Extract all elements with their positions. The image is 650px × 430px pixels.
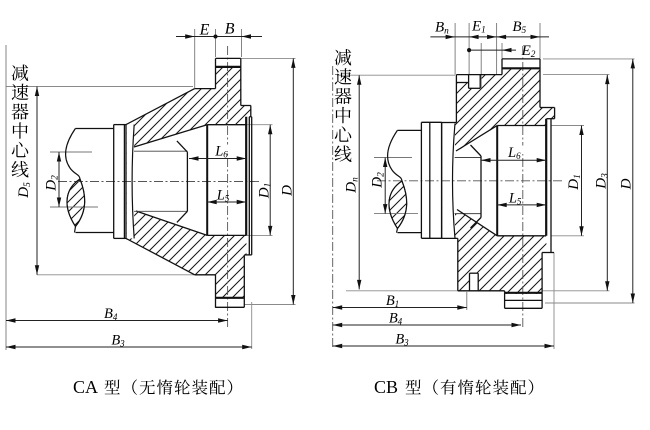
svg-text:D: D (279, 185, 295, 197)
svg-text:CA: CA (73, 377, 98, 397)
svg-text:B: B (225, 21, 235, 38)
svg-text:D: D (619, 178, 635, 190)
svg-text:CB: CB (374, 377, 398, 397)
svg-text:E: E (199, 22, 210, 39)
